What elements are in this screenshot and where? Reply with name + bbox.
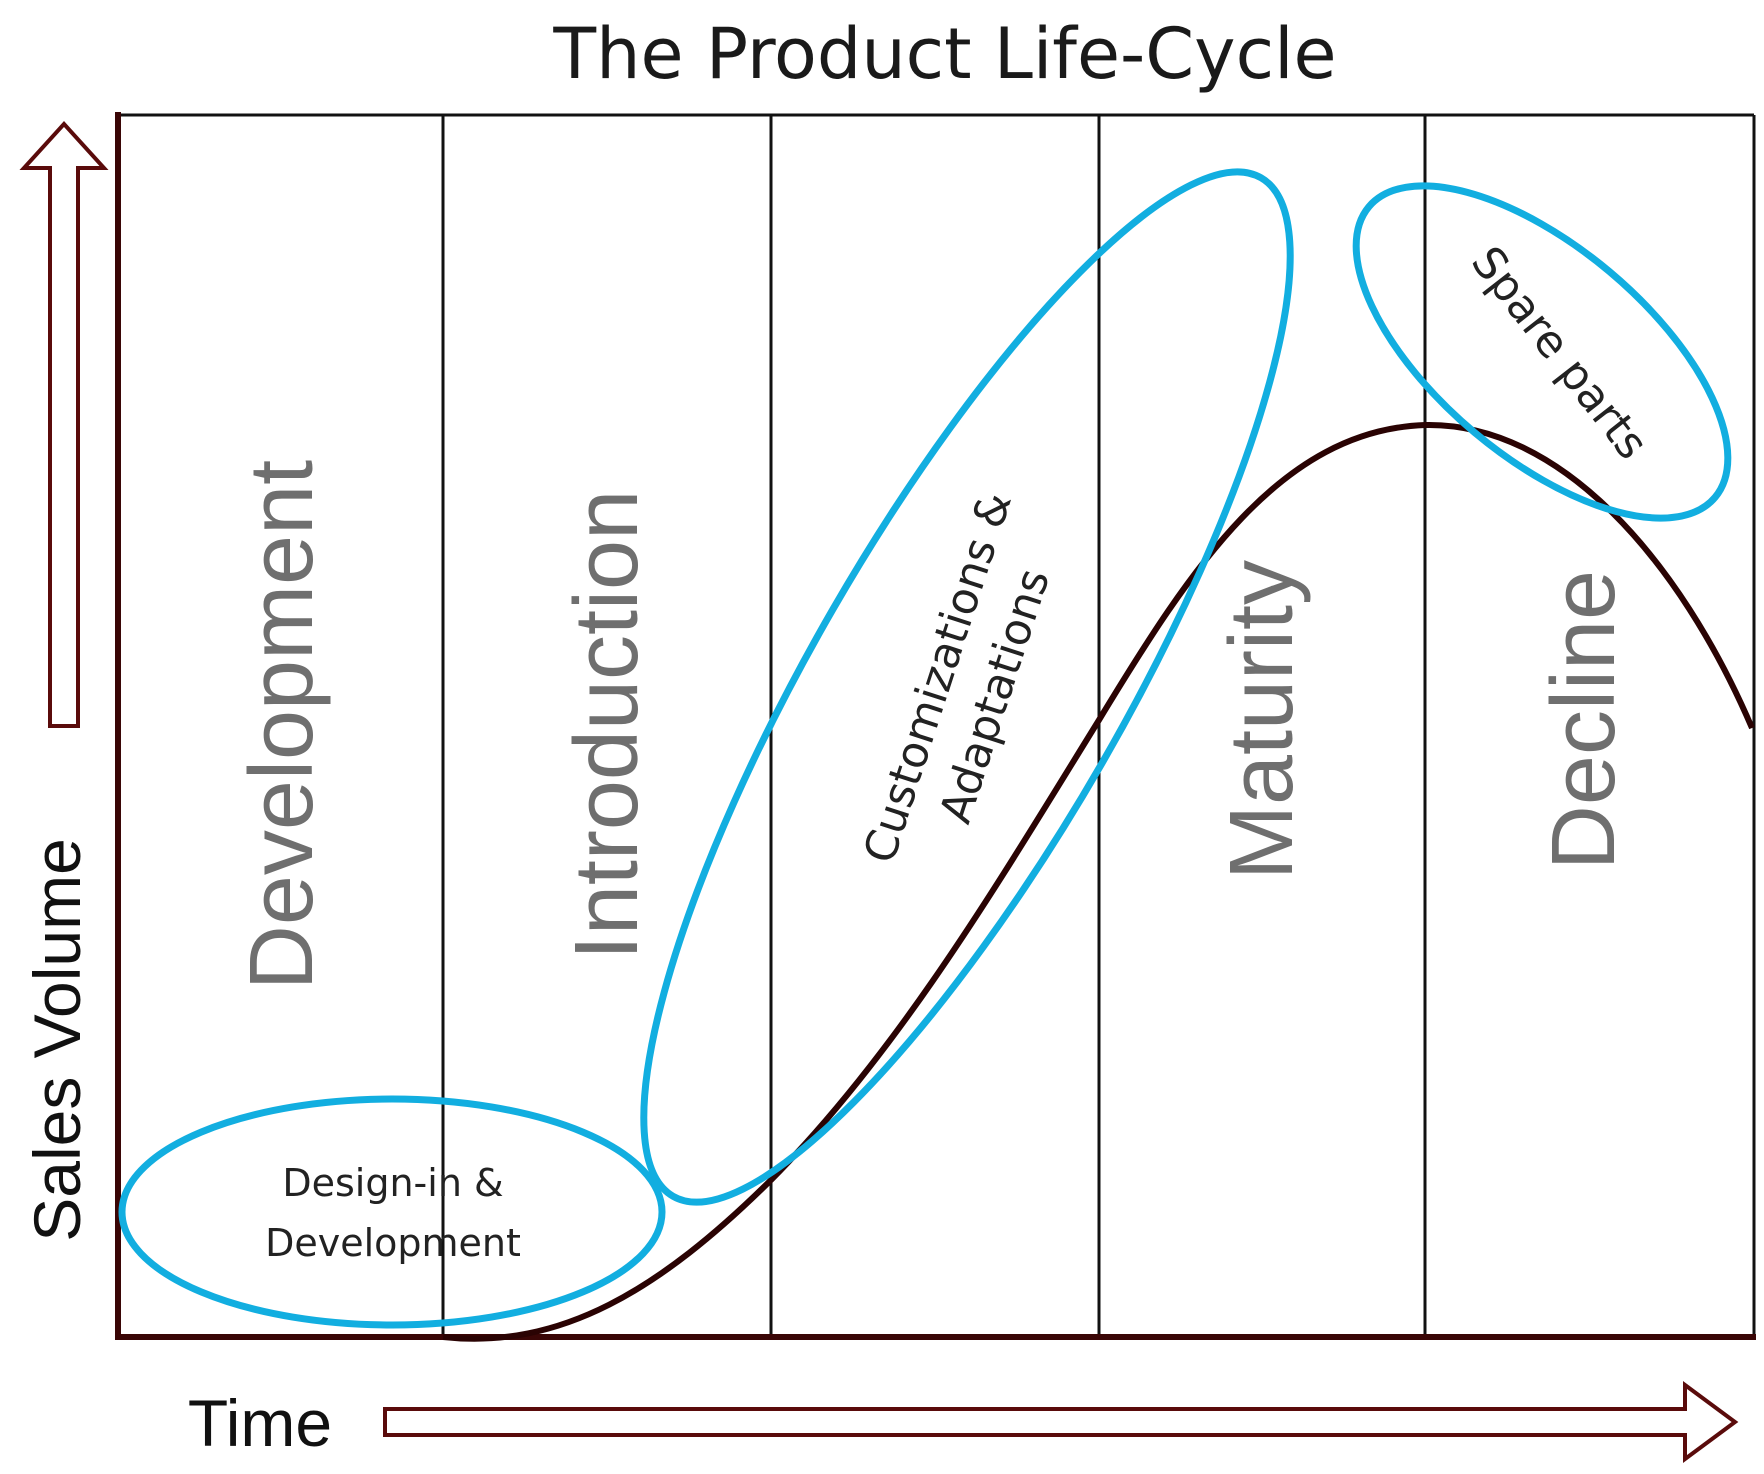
x-axis-label: Time (188, 1386, 332, 1460)
y-axis-arrow-icon (19, 121, 109, 728)
callout-design-in: Design-in & Development (118, 1095, 666, 1329)
sales-curve (442, 421, 1755, 1342)
callout-design-in-line1: Design-in & (282, 1161, 503, 1205)
phase-label-development: Development (232, 460, 332, 990)
phase-label-decline: Decline (1534, 570, 1634, 870)
phase-label-maturity: Maturity (1212, 560, 1312, 880)
callout-design-in-ellipse (118, 1095, 666, 1329)
callout-design-in-line2: Development (265, 1221, 521, 1265)
phase-label-introduction: Introduction (557, 490, 657, 960)
y-axis-label: Sales Volume (20, 838, 94, 1242)
x-axis-arrow-icon (383, 1381, 1739, 1463)
callout-spare-parts-ellipse (1352, 182, 1732, 522)
diagram-title: The Product Life-Cycle (552, 13, 1336, 95)
callout-customizations-ellipse (640, 168, 1294, 1206)
callout-spare-parts: Spare parts (1352, 182, 1732, 522)
